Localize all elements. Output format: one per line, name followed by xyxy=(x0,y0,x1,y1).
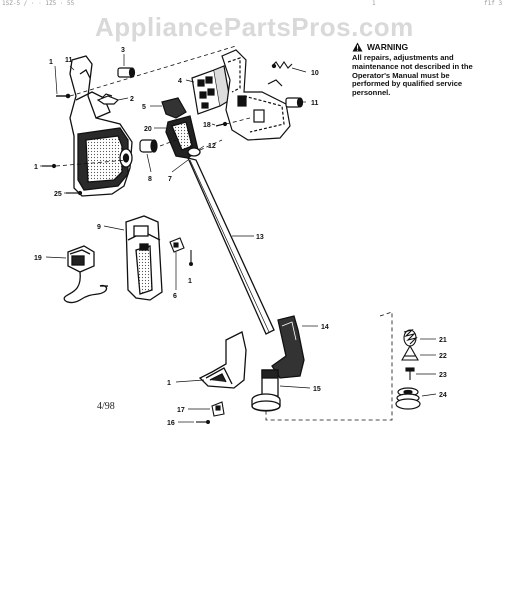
bracket-17 xyxy=(211,401,225,417)
screw-18 xyxy=(215,121,228,127)
battery-pack-9 xyxy=(125,215,163,301)
top-fragment-mid: 1 xyxy=(372,0,376,7)
clip-2 xyxy=(96,93,120,105)
callout-14: 14 xyxy=(321,324,329,331)
callout-5: 5 xyxy=(142,104,146,111)
switch-4 xyxy=(191,65,231,115)
callout-6: 6 xyxy=(173,293,177,300)
warning-header: WARNING xyxy=(352,42,482,52)
callout-24: 24 xyxy=(439,392,447,399)
callout-10: 10 xyxy=(311,70,319,77)
callout-25: 25 xyxy=(54,191,62,198)
watermark: AppliancePartsPros.com xyxy=(95,12,414,42)
callout-23: 23 xyxy=(439,372,447,379)
callout-3: 3 xyxy=(121,47,125,54)
callout-7: 7 xyxy=(168,176,172,183)
date-code: 4/98 xyxy=(97,401,115,412)
bushing-11 xyxy=(285,97,304,108)
callout-9: 9 xyxy=(97,224,101,231)
assembly-lines xyxy=(55,45,251,167)
trigger-5 xyxy=(161,97,187,119)
charger-19 xyxy=(63,245,108,304)
callout-12: 12 xyxy=(208,143,216,150)
callout-13: 13 xyxy=(256,234,264,241)
callout-15: 15 xyxy=(313,386,321,393)
callout-4: 4 xyxy=(178,78,182,85)
callout-8: 8 xyxy=(148,176,152,183)
guard-14 xyxy=(271,315,305,379)
bushing-3 xyxy=(117,67,136,78)
callout-20: 20 xyxy=(144,126,152,133)
callout-labels: 1 11 3 2 4 5 10 11 18 20 12 1 25 8 7 9 1… xyxy=(34,47,447,427)
callout-1-mid: 1 xyxy=(34,164,38,171)
leader-lines xyxy=(40,54,437,423)
callout-21: 21 xyxy=(439,337,447,344)
guard-left xyxy=(198,331,247,389)
callout-16: 16 xyxy=(167,420,175,427)
callout-1-bottom: 1 xyxy=(167,380,171,387)
spool-24 xyxy=(395,387,421,410)
motor-head-15 xyxy=(251,369,281,412)
cone-22 xyxy=(401,344,419,361)
motor-20 xyxy=(165,115,201,159)
screw-1-top xyxy=(56,93,71,99)
callout-18: 18 xyxy=(203,122,211,129)
warning-triangle-icon xyxy=(352,42,363,52)
warning-title: WARNING xyxy=(367,41,409,52)
callout-22: 22 xyxy=(439,353,447,360)
spool-connection-line xyxy=(265,311,393,421)
top-fragment-right: f1f 3 xyxy=(484,0,503,7)
screw-16 xyxy=(196,420,210,424)
bracket-6 xyxy=(169,237,185,253)
warning-note: WARNING All repairs, adjustments and mai… xyxy=(352,42,482,98)
spring-10 xyxy=(271,61,293,69)
screw-1-low xyxy=(189,250,193,266)
screw-1-mid xyxy=(42,163,57,169)
spring-21 xyxy=(403,328,418,347)
callout-2: 2 xyxy=(130,96,134,103)
screw-23 xyxy=(405,367,415,380)
top-scan-fragments: 1SZ-5 / · · 1Z5 · 55 1 f1f 3 xyxy=(0,0,511,8)
callout-19: 19 xyxy=(34,255,42,262)
warning-text: All repairs, adjustments and maintenance… xyxy=(352,53,473,98)
motor-housing-right xyxy=(221,49,291,141)
top-fragment-left: 1SZ-5 / · · 1Z5 · 55 xyxy=(2,0,75,7)
callout-17: 17 xyxy=(177,407,185,414)
screw-25 xyxy=(66,190,83,196)
callout-11-right: 11 xyxy=(311,100,319,107)
tube-8 xyxy=(139,139,158,153)
shaft-13 xyxy=(186,157,275,335)
callout-1: 1 xyxy=(49,59,53,66)
callout-1-low: 1 xyxy=(188,278,192,285)
callout-11: 11 xyxy=(65,57,73,64)
